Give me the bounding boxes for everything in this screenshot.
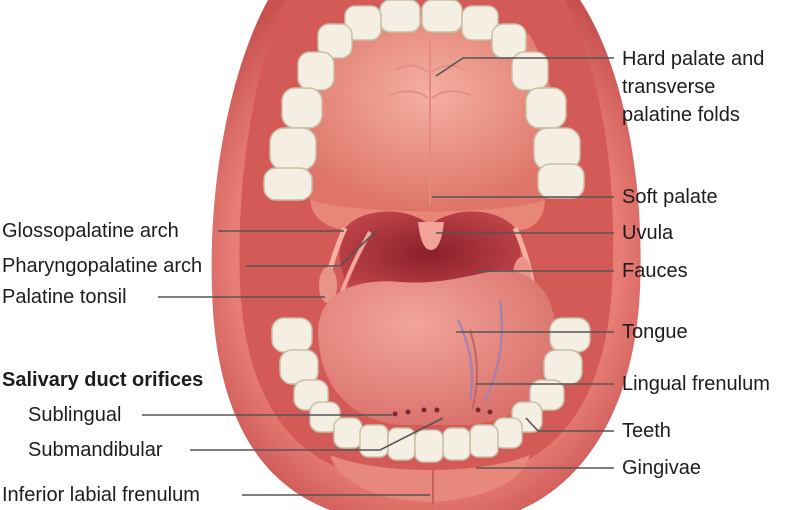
- label-salivary-duct-orifices: Salivary duct orifices: [2, 369, 204, 391]
- label-sublingual: Sublingual: [28, 404, 122, 426]
- lower-teeth: [271, 317, 591, 463]
- duct-orifices: [392, 407, 493, 417]
- transverse-folds: [389, 64, 471, 99]
- label-uvula: Uvula: [622, 222, 674, 244]
- lingual-vein-right: [483, 299, 504, 401]
- label-fauces: Fauces: [622, 260, 688, 282]
- label-hard-palate-line2: transverse: [622, 76, 716, 98]
- label-submandibular: Submandibular: [28, 439, 163, 461]
- label-pharyngopalatine-arch: Pharyngopalatine arch: [2, 255, 203, 277]
- leader-lines: [142, 57, 614, 496]
- label-hard-palate: Hard palate and transverse palatine fold…: [622, 48, 764, 126]
- label-hard-palate-line3: palatine folds: [622, 104, 740, 126]
- lower-gingiva: [330, 455, 530, 502]
- label-soft-palate: Soft palate: [622, 186, 718, 208]
- upper-teeth: [263, 0, 585, 201]
- tongue-shape: [318, 270, 556, 425]
- uvula: [418, 222, 444, 250]
- label-lingual-frenulum: Lingual frenulum: [622, 373, 770, 395]
- label-gingivae: Gingivae: [622, 457, 701, 479]
- lingual-frenulum-shape: [469, 329, 478, 411]
- pharyngopalatine-arch: [340, 231, 372, 293]
- lingual-vein-left: [456, 319, 474, 401]
- label-palatine-tonsil: Palatine tonsil: [2, 286, 127, 308]
- label-tongue: Tongue: [622, 321, 688, 343]
- label-inferior-labial-frenulum: Inferior labial frenulum: [2, 484, 200, 506]
- label-teeth: Teeth: [622, 420, 671, 442]
- label-glossopalatine-arch: Glossopalatine arch: [2, 220, 179, 242]
- palatine-tonsil: [319, 267, 337, 303]
- label-hard-palate-line1: Hard palate and: [622, 48, 765, 70]
